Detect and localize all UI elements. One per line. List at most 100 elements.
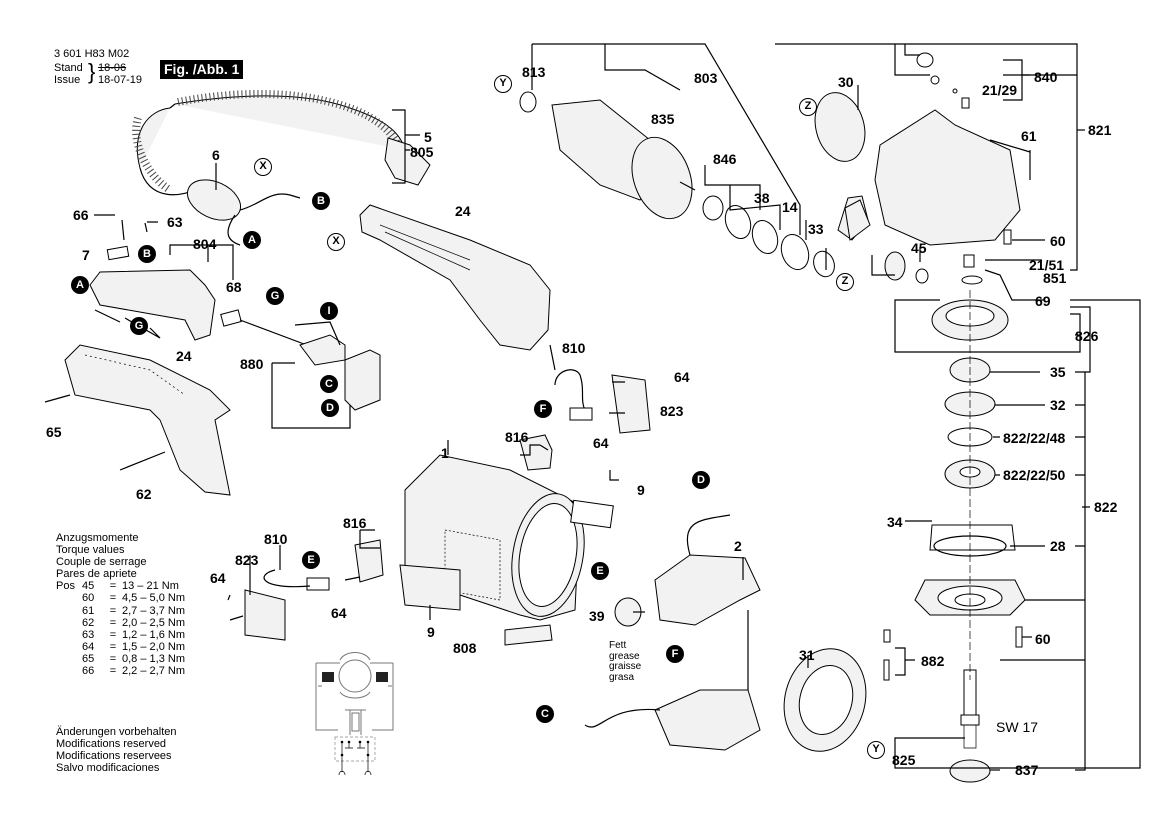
connector-y-endcap[interactable]: Y <box>867 741 885 759</box>
connector-e-coil[interactable]: E <box>591 562 609 580</box>
part-label-5[interactable]: 5 <box>424 129 432 145</box>
connector-a-cord[interactable]: A <box>243 231 261 249</box>
part-label-880[interactable]: 880 <box>240 356 264 372</box>
part-label-837[interactable]: 837 <box>1015 762 1039 778</box>
part-label-846[interactable]: 846 <box>713 151 737 167</box>
connector-c-switch[interactable]: C <box>320 375 338 393</box>
stand-value-struck: 18-06 <box>98 62 127 74</box>
part-label-804[interactable]: 804 <box>193 236 217 252</box>
part-label-35[interactable]: 35 <box>1050 364 1066 380</box>
part-label-38[interactable]: 38 <box>754 190 770 206</box>
part-label-1[interactable]: 1 <box>441 445 449 461</box>
part-label-24-front[interactable]: 24 <box>176 348 192 364</box>
part-label-65[interactable]: 65 <box>46 424 62 440</box>
part-label-61[interactable]: 61 <box>1021 128 1037 144</box>
brace-icon: } <box>88 59 96 84</box>
armature-drawing <box>519 91 696 220</box>
part-label-816-top[interactable]: 816 <box>505 429 529 445</box>
part-label-835[interactable]: 835 <box>651 111 675 127</box>
connector-x-cord[interactable]: X <box>254 158 272 176</box>
part-label-803[interactable]: 803 <box>694 70 718 86</box>
part-label-21-29[interactable]: 21/29 <box>982 82 1018 98</box>
part-label-813[interactable]: 813 <box>522 64 546 80</box>
part-label-823-top[interactable]: 823 <box>660 403 684 419</box>
part-label-810-top[interactable]: 810 <box>562 340 586 356</box>
connector-f-coil[interactable]: F <box>666 645 684 663</box>
connector-d-switch[interactable]: D <box>321 399 339 417</box>
part-label-810-bottom[interactable]: 810 <box>264 531 288 547</box>
part-label-851[interactable]: 851 <box>1043 270 1067 286</box>
part-label-816-bottom[interactable]: 816 <box>343 515 367 531</box>
connector-b-cord[interactable]: B <box>312 192 330 210</box>
connector-y-bearing[interactable]: Y <box>494 75 512 93</box>
part-label-882[interactable]: 882 <box>921 653 945 669</box>
part-label-805[interactable]: 805 <box>410 144 434 160</box>
connector-g-switch-top[interactable]: G <box>266 287 284 305</box>
connector-a-switch[interactable]: A <box>71 276 89 294</box>
part-label-823-bottom[interactable]: 823 <box>235 552 259 568</box>
part-label-64-bottom[interactable]: 64 <box>331 605 347 621</box>
part-label-64-top[interactable]: 64 <box>674 369 690 385</box>
part-label-822-22-50[interactable]: 822/22/50 <box>1003 467 1066 483</box>
torque-value: 1,5 – 2,0 Nm <box>122 640 185 653</box>
connector-z-bearing[interactable]: Z <box>836 273 854 291</box>
torque-eq: = <box>109 665 117 678</box>
part-label-6[interactable]: 6 <box>212 147 220 163</box>
part-label-822[interactable]: 822 <box>1094 499 1118 515</box>
brush-holder-drawing <box>229 369 651 646</box>
connector-e-brush[interactable]: E <box>302 551 320 569</box>
part-label-808[interactable]: 808 <box>453 640 477 656</box>
torque-eq: = <box>109 580 117 593</box>
torque-value: 2,0 – 2,5 Nm <box>122 616 185 629</box>
part-label-32[interactable]: 32 <box>1050 397 1066 413</box>
torque-pos: 61 <box>82 604 95 617</box>
connector-g-switch-bottom[interactable]: G <box>130 317 148 335</box>
part-label-69[interactable]: 69 <box>1035 293 1051 309</box>
part-label-45[interactable]: 45 <box>911 240 927 256</box>
connector-z-gear[interactable]: Z <box>799 98 817 116</box>
part-label-822-22-48[interactable]: 822/22/48 <box>1003 430 1066 446</box>
stand-label: Stand <box>54 62 83 74</box>
torque-row: 65=0,8 – 1,3 Nm <box>56 653 185 665</box>
part-label-9-bottom[interactable]: 9 <box>427 624 435 640</box>
torque-row: 63=1,2 – 1,6 Nm <box>56 629 185 641</box>
part-label-33[interactable]: 33 <box>808 221 824 237</box>
part-label-28[interactable]: 28 <box>1050 538 1066 554</box>
part-label-840[interactable]: 840 <box>1034 69 1058 85</box>
torque-table: Anzugsmomente Torque values Couple de se… <box>56 532 185 677</box>
connector-x-handle[interactable]: X <box>327 233 345 251</box>
torque-eq: = <box>109 616 117 629</box>
part-label-825[interactable]: 825 <box>892 752 916 768</box>
connector-i-switch[interactable]: I <box>320 302 338 320</box>
part-number: 3 601 H83 M02 <box>54 48 130 60</box>
torque-title-es: Pares de apriete <box>56 568 137 581</box>
connector-b-switch[interactable]: B <box>138 245 156 263</box>
grease-note: Fett grease graisse grasa <box>609 640 641 683</box>
part-label-24-rear[interactable]: 24 <box>455 203 471 219</box>
part-label-66[interactable]: 66 <box>73 207 89 223</box>
connector-d-coil[interactable]: D <box>692 471 710 489</box>
part-label-60-bottom[interactable]: 60 <box>1035 631 1051 647</box>
part-label-64-mid[interactable]: 64 <box>593 435 609 451</box>
part-label-60-top[interactable]: 60 <box>1050 233 1066 249</box>
part-label-64-left[interactable]: 64 <box>210 570 226 586</box>
connector-c-coil[interactable]: C <box>536 705 554 723</box>
part-label-63[interactable]: 63 <box>167 214 183 230</box>
part-label-21-51[interactable]: 21/51 <box>1029 257 1065 273</box>
part-label-9-top[interactable]: 9 <box>637 482 645 498</box>
part-label-68[interactable]: 68 <box>226 279 242 295</box>
part-label-7[interactable]: 7 <box>82 247 90 263</box>
gear-housing-drawing <box>814 52 1031 285</box>
part-label-826[interactable]: 826 <box>1075 328 1099 344</box>
wiring-schematic <box>315 652 394 776</box>
part-label-821[interactable]: 821 <box>1088 122 1112 138</box>
part-label-30[interactable]: 30 <box>838 74 854 90</box>
part-label-14[interactable]: 14 <box>782 199 798 215</box>
connector-f-brush[interactable]: F <box>534 400 552 418</box>
part-label-31[interactable]: 31 <box>799 647 815 663</box>
part-label-62[interactable]: 62 <box>136 486 152 502</box>
part-label-2[interactable]: 2 <box>734 538 742 554</box>
part-label-34[interactable]: 34 <box>887 514 903 530</box>
part-label-39[interactable]: 39 <box>589 608 605 624</box>
